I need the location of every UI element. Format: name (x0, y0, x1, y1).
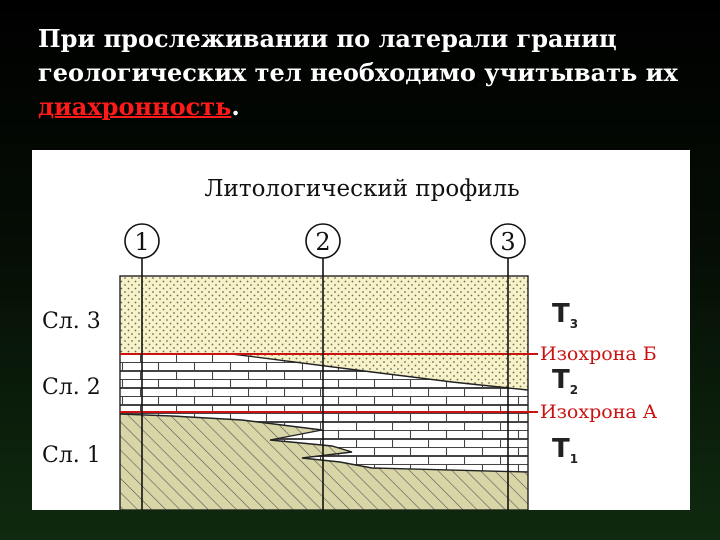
heading-line-1: При прослеживании по латерали границ (38, 24, 617, 53)
isochron-b-label: Изохрона Б (540, 343, 657, 365)
time-t1-label: T1 (552, 434, 578, 466)
heading-tail: . (231, 92, 240, 121)
diagram-title: Литологический профиль (204, 176, 519, 202)
isochron-a-label: Изохрона А (540, 401, 658, 423)
heading-line-3: диахронность. (38, 90, 698, 124)
layer-2-label: Сл. 2 (42, 375, 101, 400)
well-1-label: 1 (134, 228, 149, 256)
time-t3-label: T3 (552, 299, 578, 331)
profile-frame (119, 275, 529, 510)
layer-3-label: Сл. 3 (42, 309, 101, 334)
diagram-panel: Литологический профиль 1 2 3 Сл. 3 Сл. 2… (32, 150, 690, 510)
well-3-label: 3 (500, 228, 515, 256)
time-t2-label: T2 (552, 365, 578, 397)
well-3-marker (490, 223, 526, 259)
well-1-marker (124, 223, 160, 259)
heading-line-2: геологических тел необходимо учитывать и… (38, 58, 678, 87)
heading-highlight: диахронность (38, 92, 232, 121)
layer-1-label: Сл. 1 (42, 443, 101, 468)
well-2-label: 2 (315, 228, 330, 256)
layer-1-clay (120, 414, 528, 510)
lithological-profile-diagram: Литологический профиль 1 2 3 Сл. 3 Сл. 2… (42, 176, 658, 510)
well-2-marker (305, 223, 341, 259)
slide-heading: При прослеживании по латерали границ гео… (38, 22, 698, 124)
boundary-lower (119, 413, 529, 473)
